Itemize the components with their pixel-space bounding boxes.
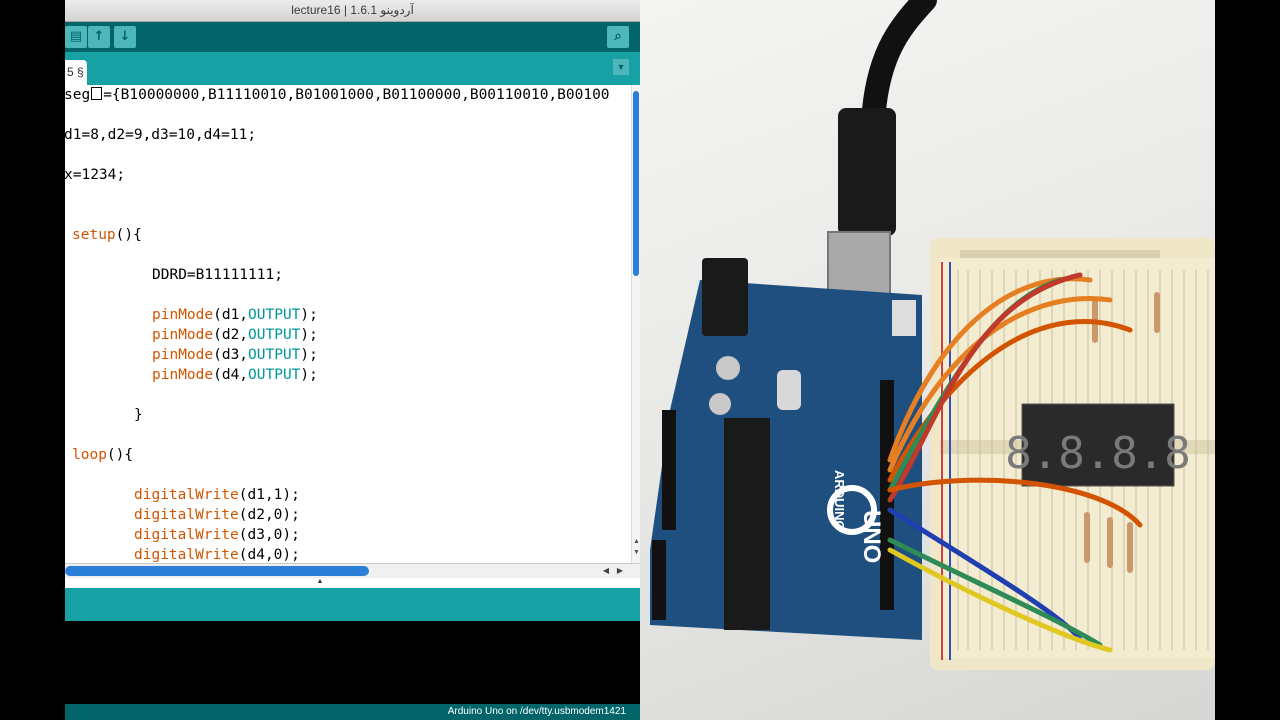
code-line: pinMode(d2,OUTPUT); xyxy=(152,327,318,343)
scroll-right-arrow-icon[interactable]: ▶ xyxy=(616,566,624,575)
board-model-text: UNO xyxy=(858,510,885,563)
code-line: pinMode(d1,OUTPUT); xyxy=(152,307,318,323)
serial-monitor-icon[interactable]: ⌕ xyxy=(607,26,629,48)
tab-sketch[interactable]: 5 § xyxy=(65,60,87,85)
reset-button xyxy=(892,300,916,336)
code-line: digitalWrite(d1,1); xyxy=(134,487,300,503)
vertical-scrollbar[interactable]: ▲ ▼ xyxy=(631,85,640,563)
code-line: DDRD=B11111111; xyxy=(152,267,283,283)
code-line: digitalWrite(d4,0); xyxy=(134,547,300,563)
console-output xyxy=(65,621,640,704)
arduino-logo xyxy=(827,485,877,535)
usb-plug-body xyxy=(838,108,896,236)
code-line: pinMode(d3,OUTPUT); xyxy=(152,347,318,363)
code-line: } xyxy=(134,407,143,423)
arduino-breadboard-photo: ARDUINO UNO 8.8.8.8 xyxy=(650,0,1215,670)
divider-grip-icon[interactable]: ▲ xyxy=(316,578,324,585)
status-bar: Arduino Uno on /dev/tty.usbmodem1421 xyxy=(65,704,640,720)
scroll-left-arrow-icon[interactable]: ◀ xyxy=(602,566,610,575)
arduino-uno-board: ARDUINO UNO xyxy=(650,258,922,640)
arduino-ide-window: lecture16 | 1.6.1 آردوینو ▤ ↑ ↓ ⌕ 5 § ▼ … xyxy=(65,0,640,720)
jumper-wires xyxy=(887,272,1143,653)
save-icon[interactable]: ↓ xyxy=(114,26,136,48)
code-line: x=1234; xyxy=(65,167,126,183)
toolbar: ▤ ↑ ↓ ⌕ xyxy=(65,22,640,52)
scroll-down-arrow-icon[interactable]: ▼ xyxy=(633,549,640,556)
message-bar xyxy=(65,588,640,621)
camera-photo: ARDUINO UNO 8.8.8.8 xyxy=(640,0,1215,720)
code-line: digitalWrite(d3,0); xyxy=(134,527,300,543)
power-jack xyxy=(702,258,748,336)
code-line: d1=8,d2=9,d3=10,d4=11; xyxy=(65,127,257,143)
atmega-chip xyxy=(724,418,770,630)
code-line: digitalWrite(d2,0); xyxy=(134,507,300,523)
tab-bar: 5 § ▼ xyxy=(65,52,640,85)
crystal-oscillator xyxy=(777,370,801,410)
capacitor xyxy=(716,356,740,380)
horizontal-scrollbar[interactable]: ◀ ▶ xyxy=(65,563,640,578)
window-title: lecture16 | 1.6.1 آردوینو xyxy=(65,0,640,22)
horizontal-scroll-thumb[interactable] xyxy=(65,566,369,576)
display-digits: 8.8.8.8 xyxy=(1005,428,1190,479)
code-line: setup(){ xyxy=(72,227,142,243)
code-line: pinMode(d4,OUTPUT); xyxy=(152,367,318,383)
vertical-scroll-thumb[interactable] xyxy=(633,91,639,276)
seven-segment-display: 8.8.8.8 xyxy=(1005,403,1191,487)
board-logo-text: ARDUINO xyxy=(832,470,847,531)
code-editor[interactable]: seg={B10000000,B11110010,B01001000,B0110… xyxy=(65,85,631,563)
array-brackets-glyph xyxy=(91,87,103,100)
capacitor xyxy=(709,393,731,415)
usb-cable xyxy=(862,0,937,122)
code-line: seg={B10000000,B11110010,B01001000,B0110… xyxy=(65,87,610,103)
new-icon[interactable]: ▤ xyxy=(65,26,87,48)
tab-menu-icon[interactable]: ▼ xyxy=(613,59,629,75)
pane-divider[interactable]: ▲ xyxy=(65,578,640,588)
open-icon[interactable]: ↑ xyxy=(88,26,110,48)
scroll-up-arrow-icon[interactable]: ▲ xyxy=(633,538,640,545)
resistors xyxy=(1084,292,1160,573)
code-line: loop(){ xyxy=(72,447,134,463)
